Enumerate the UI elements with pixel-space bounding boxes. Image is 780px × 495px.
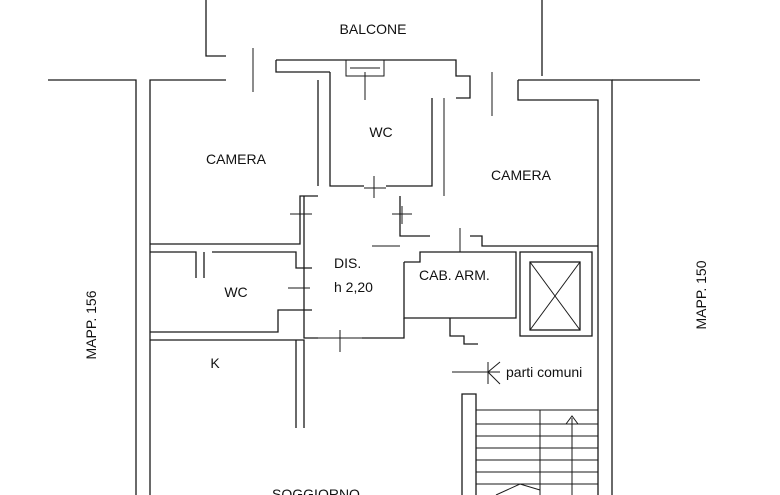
label-kitchen: K <box>210 355 220 371</box>
balcony-outline <box>205 0 543 116</box>
label-hallway-height: h 2,20 <box>334 279 373 295</box>
closet-walls <box>362 251 517 345</box>
staircase <box>461 393 598 495</box>
wc-top-walls <box>317 72 445 196</box>
living-walls <box>150 339 305 428</box>
drain-icon <box>345 59 385 100</box>
label-bedroom-left: CAMERA <box>206 151 267 167</box>
label-balcony: BALCONE <box>340 21 407 37</box>
label-living: SOGGIORNO <box>272 486 360 495</box>
label-wc-top: WC <box>369 124 392 140</box>
door-marks <box>288 176 412 352</box>
label-hallway: DIS. <box>334 255 361 271</box>
hallway-walls <box>303 196 598 339</box>
bedroom-left-walls <box>150 195 318 333</box>
lift-shaft <box>519 251 593 337</box>
boundary-left <box>48 79 226 495</box>
label-common-parts: parti comuni <box>506 364 582 380</box>
label-parcel-left: MAPP. 156 <box>83 290 99 359</box>
boundary-right <box>517 79 700 495</box>
label-wc-left: WC <box>224 284 247 300</box>
label-parcel-right: MAPP. 150 <box>693 260 709 329</box>
arrow-icon <box>452 361 501 385</box>
label-bedroom-right: CAMERA <box>491 167 552 183</box>
label-closet: CAB. ARM. <box>419 267 490 283</box>
